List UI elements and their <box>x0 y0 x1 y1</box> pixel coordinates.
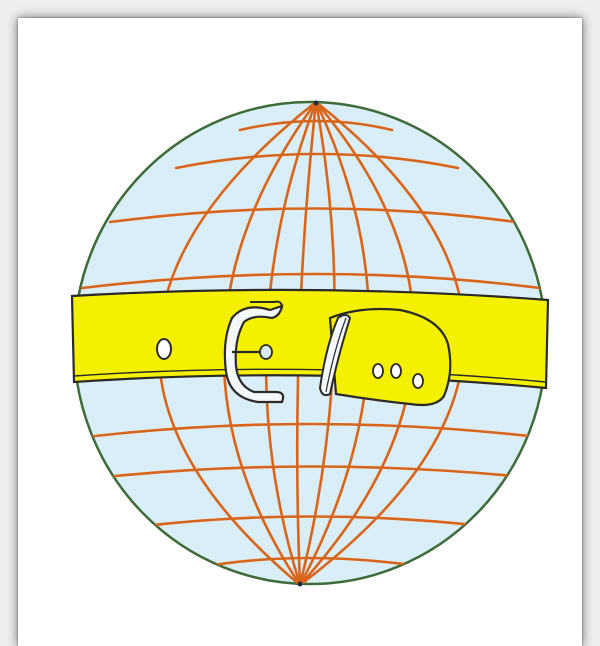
north-pole-dot <box>314 101 319 106</box>
belt-hole <box>391 364 401 378</box>
buckle-pin-hole <box>260 345 272 359</box>
belt-hole <box>413 374 423 388</box>
south-pole-dot <box>298 582 303 587</box>
belt-strap <box>72 290 548 388</box>
belt-hole <box>373 364 383 378</box>
belt-hole <box>157 339 171 359</box>
